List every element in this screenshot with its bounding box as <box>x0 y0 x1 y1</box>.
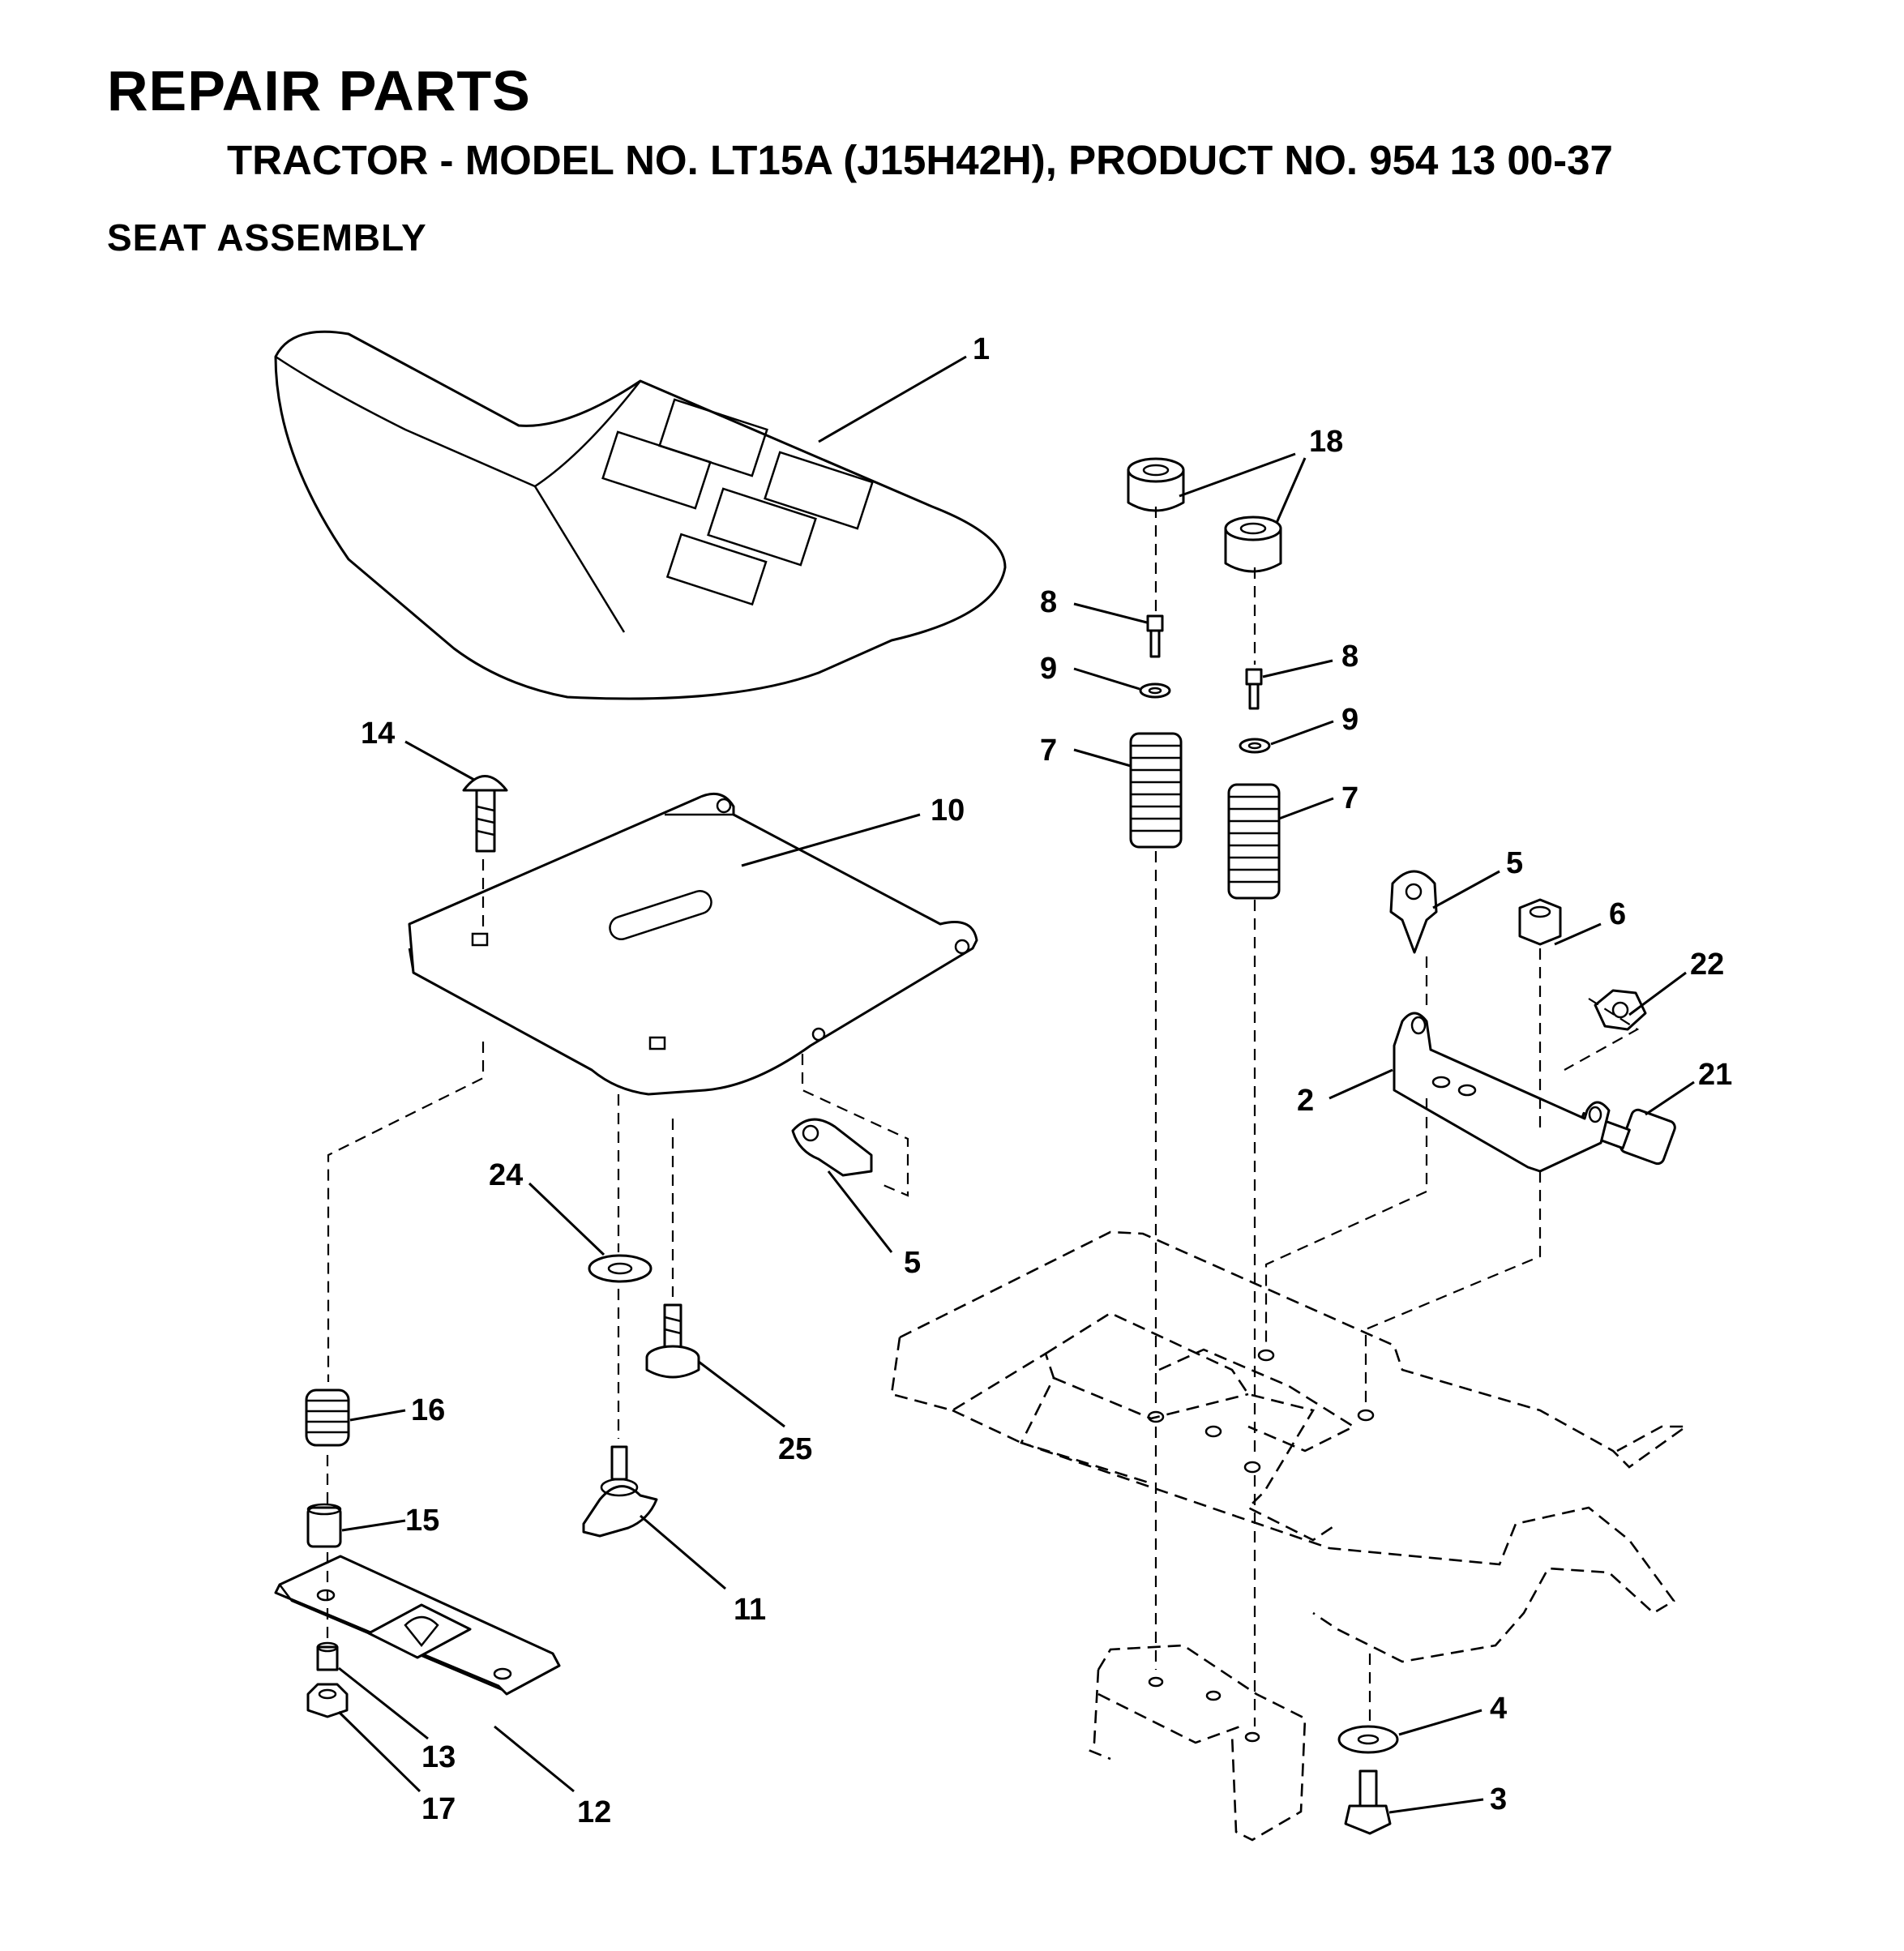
callout-25: 25 <box>778 1432 812 1466</box>
callout-10: 10 <box>931 794 965 828</box>
flat-washer-part <box>588 1254 652 1283</box>
hex-nut-part <box>1594 989 1647 1031</box>
callout-22: 22 <box>1690 948 1724 982</box>
hinge-plate-part <box>274 1555 561 1696</box>
callout-13: 13 <box>421 1740 456 1774</box>
bushing-part <box>306 1503 342 1548</box>
callout-6: 6 <box>1609 897 1626 931</box>
callout-2: 2 <box>1297 1084 1314 1118</box>
callout-21: 21 <box>1698 1058 1732 1092</box>
callout-5-upper: 5 <box>1506 846 1523 880</box>
tractor-frame-outline <box>890 1230 1690 1842</box>
callout-15: 15 <box>405 1504 439 1538</box>
assembly-guide-lines <box>326 507 1640 1726</box>
callout-3: 3 <box>1490 1782 1507 1816</box>
washer-part <box>1337 1725 1399 1754</box>
callout-9-right: 9 <box>1341 703 1358 737</box>
callout-16: 16 <box>411 1393 445 1427</box>
seat-switch-part-lower <box>791 1118 873 1177</box>
callout-8-left: 8 <box>1040 585 1057 619</box>
callout-5-lower: 5 <box>904 1246 921 1280</box>
lock-nut-part <box>1518 898 1562 946</box>
page-title: REPAIR PARTS <box>107 59 531 122</box>
section-heading: SEAT ASSEMBLY <box>107 216 427 259</box>
callout-18: 18 <box>1309 425 1343 459</box>
washer-part-left <box>1139 682 1171 699</box>
callout-8-right: 8 <box>1341 640 1358 674</box>
callout-12: 12 <box>577 1795 611 1829</box>
callout-4: 4 <box>1490 1692 1507 1726</box>
seat-switch-part-upper <box>1389 870 1438 954</box>
hex-bolt-part <box>1344 1769 1392 1835</box>
spring-part-left <box>1129 732 1183 849</box>
compression-spring-part <box>305 1388 350 1447</box>
shoulder-screw-part <box>645 1303 700 1379</box>
lock-nut-part-lower <box>306 1683 349 1718</box>
callout-24: 24 <box>489 1158 523 1192</box>
carriage-bolt-part <box>462 775 508 853</box>
seat-part <box>274 330 1007 700</box>
spacer-part-right <box>1224 516 1282 573</box>
callout-7-left: 7 <box>1040 734 1057 768</box>
callout-14: 14 <box>361 717 395 751</box>
callout-17: 17 <box>421 1792 456 1826</box>
screw-part-left <box>1146 614 1164 658</box>
wing-knob-part <box>582 1445 658 1538</box>
callout-9-left: 9 <box>1040 652 1057 686</box>
spacer-part-left <box>1127 457 1185 512</box>
seat-bracket-part <box>1393 1012 1611 1173</box>
callout-labels: 1 18 8 9 7 8 9 7 14 10 5 6 22 2 21 24 5 … <box>361 332 1732 1829</box>
model-subtitle: TRACTOR - MODEL NO. LT15A (J15H42H), PRO… <box>227 137 1613 183</box>
callout-11: 11 <box>734 1593 766 1627</box>
spring-part-right <box>1227 783 1281 900</box>
callout-leaders <box>337 355 1695 1814</box>
washer-part-right <box>1239 738 1271 754</box>
callout-1: 1 <box>973 332 990 366</box>
callout-7-right: 7 <box>1341 781 1358 815</box>
flange-nut-part <box>316 1641 339 1671</box>
screw-part-right <box>1245 668 1263 710</box>
seat-pan-part <box>408 792 978 1096</box>
